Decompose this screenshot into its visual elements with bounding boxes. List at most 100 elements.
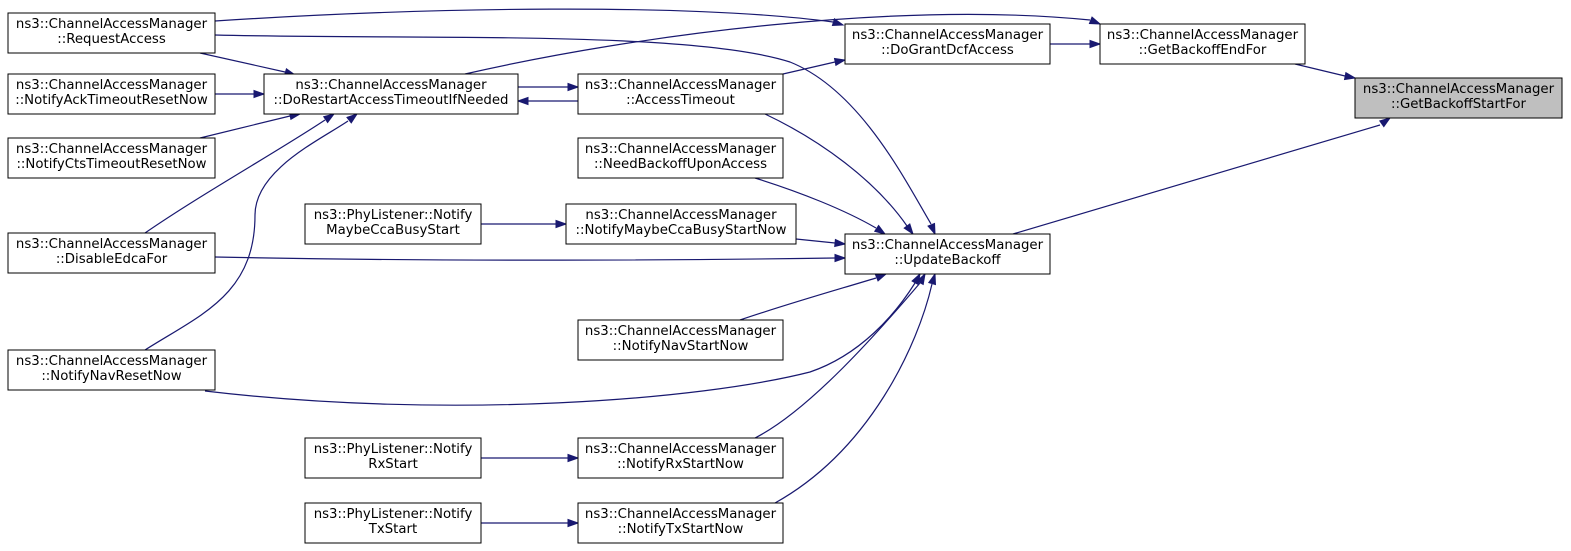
- edges-layer: [144, 8, 1392, 528]
- edge-dograntdcfaccess-to-getbackoffendfor: [1050, 39, 1102, 49]
- node-box: [1099, 23, 1306, 65]
- edge-notifynavresetnow-to-updatebackoff: [204, 272, 921, 406]
- node-getbackoffendfor[interactable]: ns3::ChannelAccessManager::GetBackoffEnd…: [1099, 23, 1306, 65]
- edge-line: [754, 282, 921, 439]
- arrowhead-icon: [874, 273, 888, 282]
- node-box: [577, 73, 784, 115]
- node-box: [577, 319, 784, 361]
- node-box: [7, 12, 216, 54]
- node-label-line-1: ns3::ChannelAccessManager: [585, 507, 777, 522]
- node-notifynavresetnow[interactable]: ns3::ChannelAccessManager::NotifyNavRese…: [7, 349, 216, 391]
- edge-line: [144, 120, 349, 351]
- node-box: [577, 137, 784, 179]
- node-dorestartaccess[interactable]: ns3::ChannelAccessManager::DoRestartAcce…: [263, 73, 519, 115]
- node-label-line-2: MaybeCcaBusyStart: [326, 223, 460, 238]
- arrowhead-icon: [1378, 117, 1392, 128]
- edge-requestaccess-to-dorestartaccess: [199, 52, 297, 77]
- node-label-line-2: ::GetBackoffStartFor: [1391, 97, 1527, 112]
- node-box: [577, 502, 784, 544]
- node-label-line-2: ::NotifyNavResetNow: [41, 369, 181, 384]
- edge-notifynavresetnow-to-dorestartaccess: [144, 113, 359, 351]
- node-updatebackoff[interactable]: ns3::ChannelAccessManager::UpdateBackoff: [844, 233, 1051, 275]
- arrowhead-icon: [346, 113, 359, 124]
- arrowhead-icon: [831, 17, 845, 27]
- node-notifyctstimeout[interactable]: ns3::ChannelAccessManager::NotifyCtsTime…: [7, 137, 216, 179]
- arrowhead-icon: [567, 453, 580, 463]
- edge-accesstimeout-to-updatebackoff: [764, 113, 914, 236]
- node-dograntdcfaccess[interactable]: ns3::ChannelAccessManager::DoGrantDcfAcc…: [844, 23, 1051, 65]
- node-label-line-1: ns3::ChannelAccessManager: [1363, 82, 1555, 97]
- node-box: [7, 137, 216, 179]
- node-box: [7, 232, 216, 274]
- edge-accesstimeout-to-dograntdcfaccess: [782, 57, 847, 75]
- node-box: [7, 349, 216, 391]
- node-disableedcafor[interactable]: ns3::ChannelAccessManager::DisableEdcaFo…: [7, 232, 216, 274]
- node-label-line-2: ::NotifyAckTimeoutResetNow: [15, 93, 208, 108]
- arrowhead-icon: [903, 223, 914, 236]
- node-notifyrxstartnow[interactable]: ns3::ChannelAccessManager::NotifyRxStart…: [577, 437, 784, 479]
- node-label-line-1: ns3::ChannelAccessManager: [585, 208, 777, 223]
- node-box: [565, 203, 797, 245]
- node-getbackoffstartfor[interactable]: ns3::ChannelAccessManager::GetBackoffSta…: [1354, 77, 1563, 119]
- node-label-line-2: ::RequestAccess: [57, 32, 166, 47]
- node-notifytxstartnow[interactable]: ns3::ChannelAccessManager::NotifyTxStart…: [577, 502, 784, 544]
- edge-requestaccess-to-dograntdcfaccess: [214, 8, 845, 27]
- edge-line: [214, 256, 836, 261]
- node-box: [844, 23, 1051, 65]
- edge-line: [782, 61, 836, 75]
- node-requestaccess[interactable]: ns3::ChannelAccessManager::RequestAccess: [7, 12, 216, 54]
- node-label-line-2: ::DoGrantDcfAccess: [881, 43, 1014, 58]
- node-accesstimeout[interactable]: ns3::ChannelAccessManager::AccessTimeout: [577, 73, 784, 115]
- edge-line: [199, 115, 291, 139]
- edge-getbackoffendfor-to-getbackoffstartfor: [1294, 63, 1357, 81]
- arrowhead-icon: [1088, 16, 1102, 25]
- node-phymaybecca[interactable]: ns3::PhyListener::NotifyMaybeCcaBusyStar…: [304, 203, 482, 245]
- edge-requestaccess-to-updatebackoff: [214, 34, 936, 236]
- edge-line: [464, 13, 1091, 75]
- node-label-line-1: ns3::ChannelAccessManager: [852, 28, 1044, 43]
- edge-updatebackoff-to-getbackoffstartfor: [1012, 117, 1392, 235]
- node-box: [7, 73, 216, 115]
- node-label-line-1: ns3::PhyListener::Notify: [314, 442, 473, 457]
- edge-line: [144, 119, 326, 234]
- node-phytxstart[interactable]: ns3::PhyListener::NotifyTxStart: [304, 502, 482, 544]
- node-label-line-2: ::AccessTimeout: [626, 93, 735, 108]
- node-label-line-2: ::GetBackoffEndFor: [1139, 43, 1267, 58]
- edge-notifyctstimeout-to-dorestartaccess: [199, 111, 302, 139]
- node-box: [577, 437, 784, 479]
- node-label-line-2: ::NotifyCtsTimeoutResetNow: [16, 157, 206, 172]
- arrowhead-icon: [927, 222, 936, 236]
- node-phyrxstart[interactable]: ns3::PhyListener::NotifyRxStart: [304, 437, 482, 479]
- node-label-line-1: ns3::ChannelAccessManager: [16, 237, 208, 252]
- node-box: [304, 437, 482, 479]
- node-label-line-2: ::NotifyRxStartNow: [617, 457, 744, 472]
- node-notifyacktimeout[interactable]: ns3::ChannelAccessManager::NotifyAckTime…: [7, 73, 216, 115]
- nodes-layer: ns3::ChannelAccessManager::GetBackoffSta…: [7, 12, 1563, 544]
- arrowhead-icon: [833, 57, 847, 67]
- arrowhead-icon: [516, 96, 529, 106]
- edge-notifynavstartnow-to-updatebackoff: [739, 273, 888, 321]
- edge-notifytxstartnow-to-updatebackoff: [774, 272, 937, 504]
- node-box: [263, 73, 519, 115]
- arrowhead-icon: [834, 253, 847, 263]
- node-label-line-2: ::NotifyMaybeCcaBusyStartNow: [576, 223, 787, 238]
- node-label-line-2: ::UpdateBackoff: [894, 253, 1001, 268]
- edge-needbackoff-to-updatebackoff: [754, 177, 887, 235]
- node-label-line-2: TxStart: [368, 522, 417, 537]
- node-notifynavstartnow[interactable]: ns3::ChannelAccessManager::NotifyNavStar…: [577, 319, 784, 361]
- edge-line: [739, 277, 877, 321]
- edge-dorestartaccess-to-accesstimeout: [518, 82, 580, 92]
- node-box: [304, 502, 482, 544]
- edge-line: [795, 238, 836, 244]
- node-box: [844, 233, 1051, 275]
- node-label-line-1: ns3::ChannelAccessManager: [585, 442, 777, 457]
- node-label-line-2: ::NotifyNavStartNow: [613, 339, 749, 354]
- node-label-line-1: ns3::ChannelAccessManager: [16, 142, 208, 157]
- arrowhead-icon: [873, 224, 887, 235]
- arrowhead-icon: [834, 238, 847, 248]
- node-label-line-1: ns3::PhyListener::Notify: [314, 507, 473, 522]
- node-label-line-1: ns3::ChannelAccessManager: [585, 78, 777, 93]
- node-notifymaybecca[interactable]: ns3::ChannelAccessManager::NotifyMaybeCc…: [565, 203, 797, 245]
- node-needbackoff[interactable]: ns3::ChannelAccessManager::NeedBackoffUp…: [577, 137, 784, 179]
